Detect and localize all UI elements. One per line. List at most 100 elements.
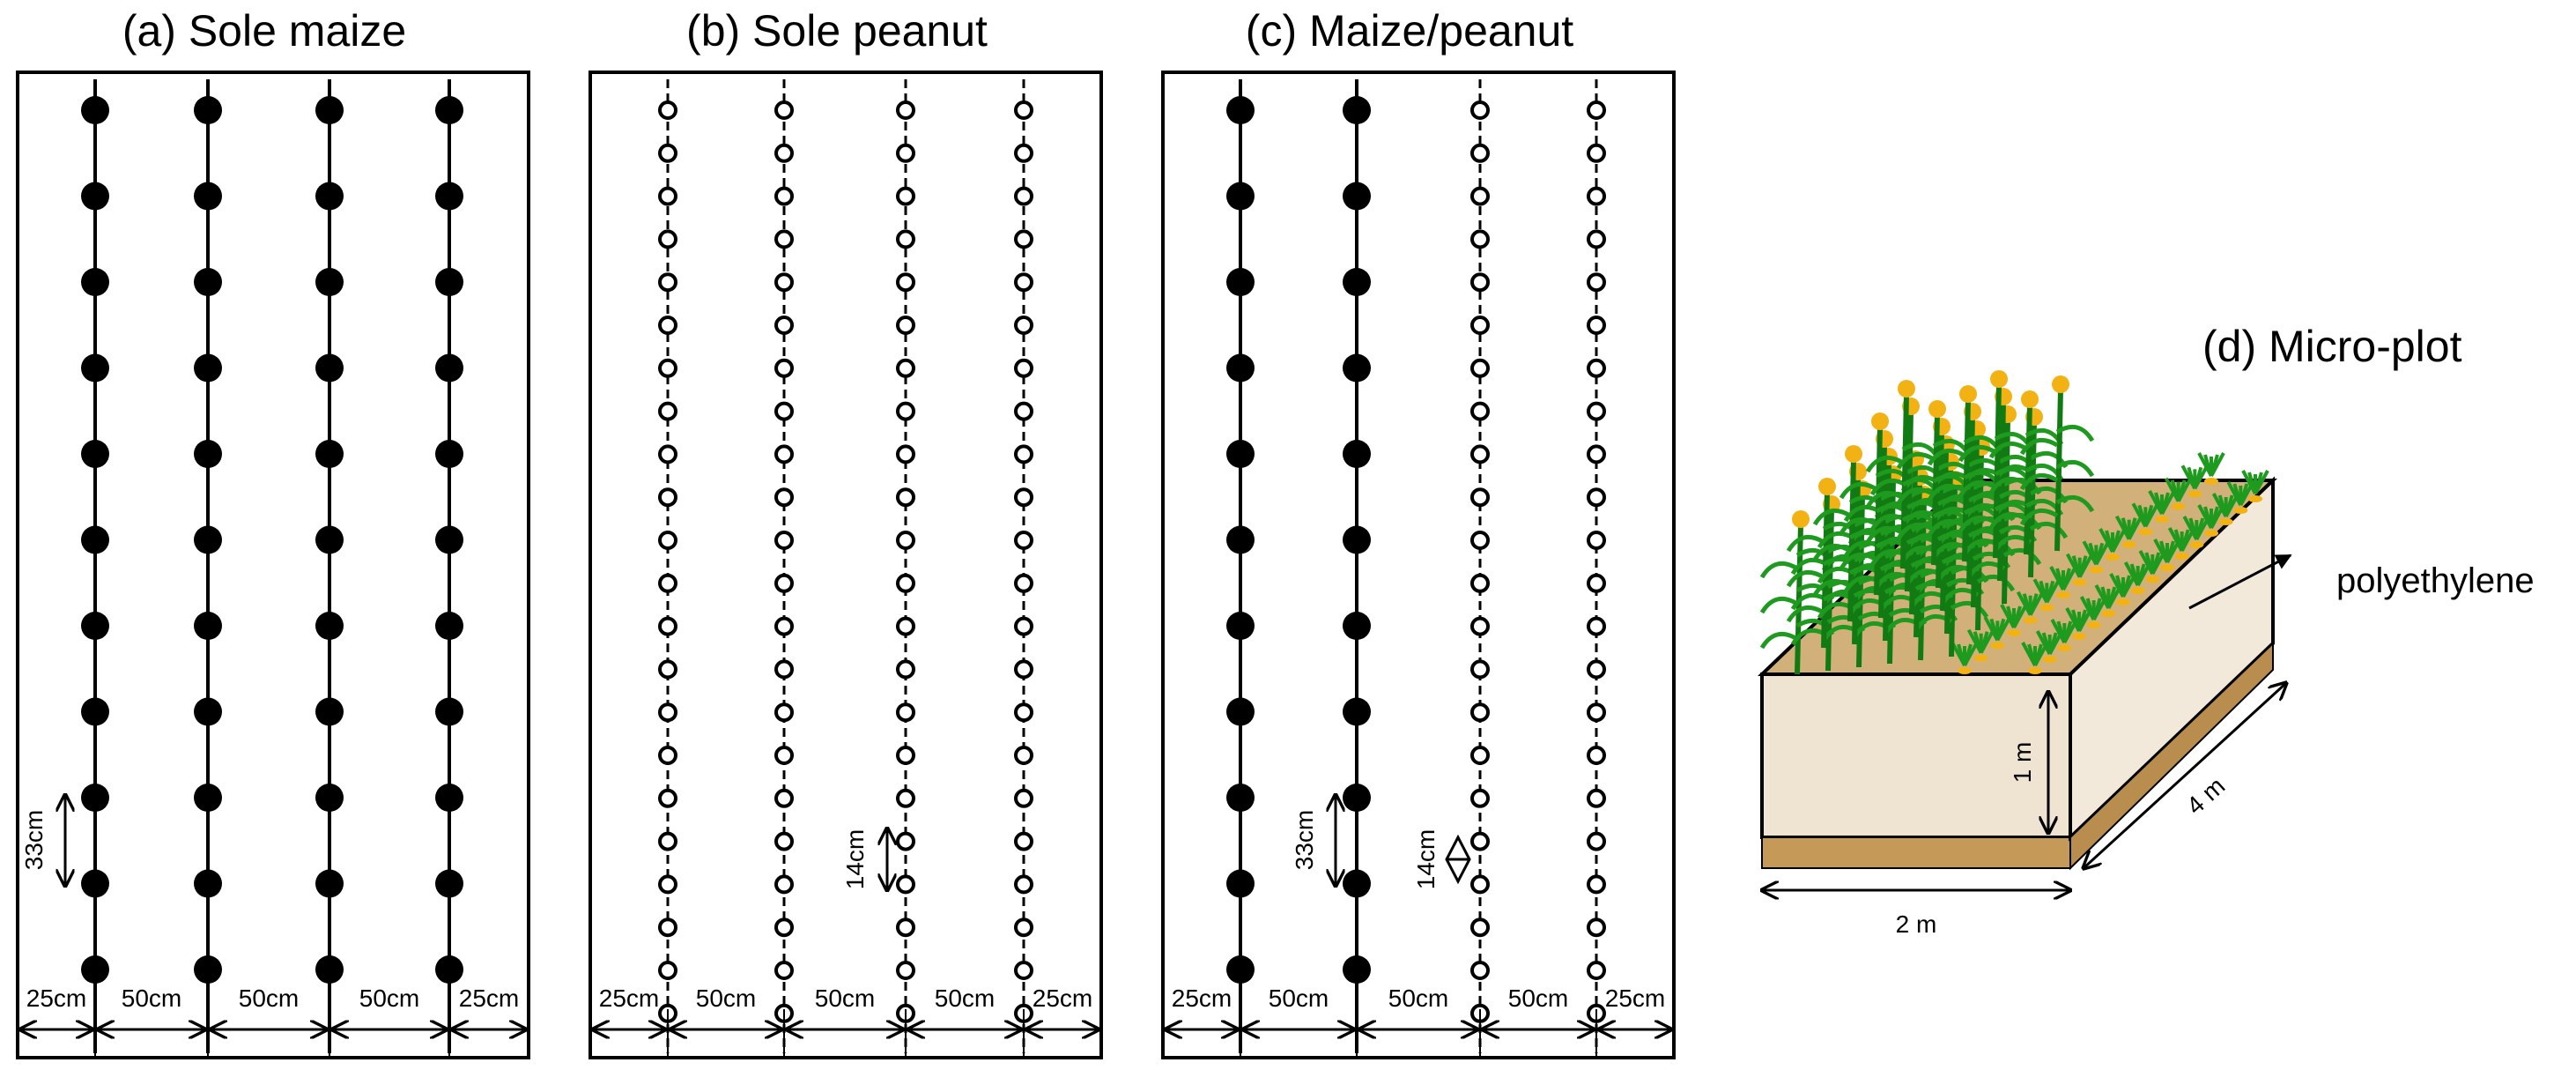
peanut-plant: [1587, 531, 1606, 550]
peanut-pod: [2086, 621, 2101, 628]
peanut-plant: [658, 573, 677, 593]
peanut-plant: [774, 702, 794, 723]
peanut-plant: [658, 788, 677, 808]
peanut-plant: [658, 531, 677, 550]
length-label: 4 m: [2181, 772, 2230, 820]
peanut-plant: [1587, 143, 1606, 163]
peanut-plant: [658, 487, 677, 508]
peanut-plant: [896, 487, 915, 508]
peanut-plant: [1470, 272, 1490, 293]
panel-c-maize-spacing-label: 33cm: [1291, 810, 1318, 870]
peanut-plant: [658, 616, 677, 636]
maize-plant: [81, 955, 109, 984]
row-spacing-label: 50cm: [1508, 985, 1568, 1012]
peanut-plant: [1587, 788, 1606, 808]
row-spacing-label: 25cm: [599, 985, 659, 1012]
maize-plant: [315, 525, 344, 554]
maize-tassel: [1990, 370, 2008, 388]
row-spacing-label: 50cm: [359, 985, 419, 1012]
peanut-plant: [1470, 918, 1490, 938]
peanut-plant: [896, 272, 915, 293]
panel-c-peanut-spacing-label: 14cm: [1412, 829, 1440, 889]
peanut-pod: [2187, 490, 2202, 498]
maize-tassel: [1845, 445, 1862, 463]
maize-leaf: [1865, 525, 1905, 544]
peanut-pod: [2130, 587, 2145, 594]
row-spacing-label: 50cm: [239, 985, 299, 1012]
maize-plant: [315, 440, 344, 468]
peanut-plant: [1587, 229, 1606, 249]
peanut-plant: [1014, 961, 1033, 980]
peanut-plant: [896, 316, 915, 335]
peanut-pod: [2171, 502, 2186, 510]
peanut-plant: [1470, 616, 1490, 636]
peanut-pod: [1990, 642, 2005, 650]
peanut-plant: [896, 573, 915, 593]
peanut-plant: [1470, 444, 1490, 464]
peanut-pod: [2155, 516, 2169, 523]
peanut-plant: [658, 831, 677, 851]
peanut-leaf: [2094, 540, 2111, 566]
peanut-pod: [2121, 540, 2136, 548]
peanut-pod: [2218, 518, 2233, 525]
peanut-plant: [774, 229, 794, 249]
panel-c-title: (c) Maize/peanut: [1246, 6, 1573, 56]
maize-leaf: [1988, 476, 2028, 494]
peanut-plant: [896, 746, 915, 765]
row-spacing-label: 25cm: [1605, 985, 1665, 1012]
maize-stalk: [1900, 393, 1909, 569]
maize-plant: [1343, 784, 1371, 812]
peanut-plant: [896, 186, 915, 206]
maize-plant: [194, 182, 222, 211]
panel-b-frame: [588, 71, 1103, 1059]
maize-leaf: [1896, 451, 1936, 470]
maize-plant: [1226, 353, 1255, 383]
panel-b-plant-spacing: 14cm: [841, 829, 887, 890]
peanut-plant: [1014, 616, 1033, 636]
maize-tassel: [1792, 510, 1810, 528]
peanut-pod: [2116, 598, 2130, 606]
maize-leaf: [1896, 522, 1936, 540]
panel-b-rows: [658, 79, 1033, 1053]
maize-plant: [194, 525, 222, 554]
maize-plant: [1343, 869, 1371, 898]
row-spacing-label: 25cm: [459, 985, 519, 1012]
peanut-plant: [1470, 659, 1490, 680]
peanut-plant: [1587, 918, 1606, 938]
polyethylene-label: polyethylene: [2336, 561, 2535, 600]
peanut-plant: [1014, 746, 1033, 765]
maize-plant: [315, 612, 344, 640]
maize-plant: [1226, 96, 1255, 124]
maize-leaf: [1988, 511, 2028, 530]
maize-tassel: [2021, 390, 2039, 408]
maize-tassel: [2052, 375, 2069, 393]
maize-stalk: [2054, 389, 2063, 552]
peanut-leaf: [2160, 490, 2176, 515]
maize-plant: [435, 869, 463, 898]
peanut-leaf: [2045, 578, 2062, 604]
peanut-plant: [774, 444, 794, 464]
row-spacing-label: 50cm: [1388, 985, 1448, 1012]
maize-leaf: [1812, 578, 1852, 597]
maize-plant: [1343, 440, 1371, 468]
peanut-plant: [1470, 143, 1490, 163]
maize-leaf: [1958, 444, 1997, 463]
peanut-pod: [2007, 629, 2021, 636]
peanut-plant: [658, 659, 677, 680]
maize-plant: [1343, 182, 1371, 211]
maize-leaf: [1812, 508, 1852, 526]
row-spacing-label: 50cm: [696, 985, 756, 1012]
peanut-plant: [1014, 702, 1033, 723]
peanut-plant: [1014, 316, 1033, 335]
maize-leaf: [1865, 455, 1905, 473]
peanut-plant: [774, 100, 794, 120]
maize-plant: [1226, 612, 1255, 640]
maize-plant: [315, 182, 344, 211]
maize-plant: [435, 182, 463, 211]
peanut-pod: [2160, 564, 2174, 571]
peanut-plant: [658, 874, 677, 895]
maize-plant: [435, 697, 463, 726]
maize-plant: [81, 869, 109, 898]
maize-stalk: [1913, 481, 1922, 638]
